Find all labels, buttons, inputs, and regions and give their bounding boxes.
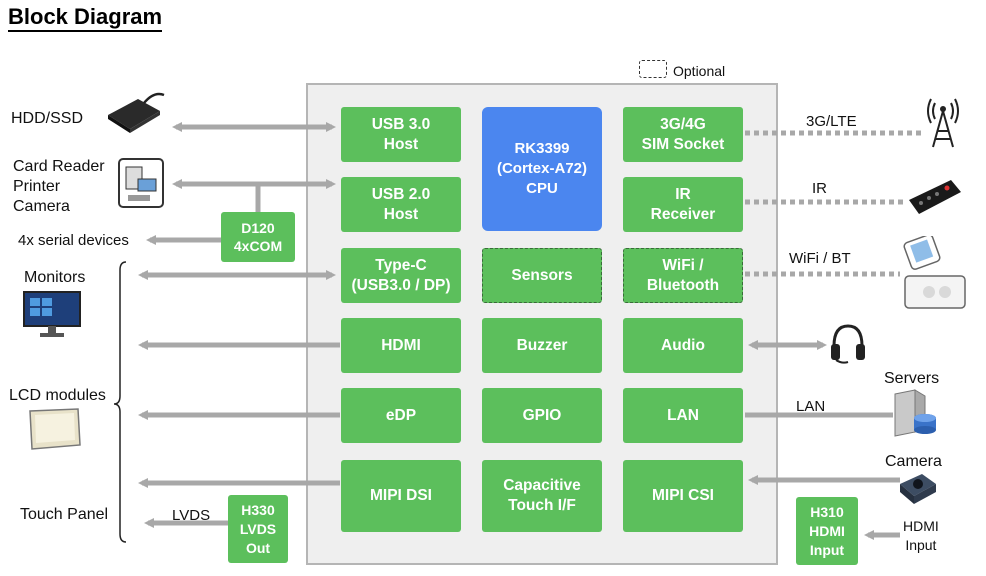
ir-label: IR xyxy=(812,180,827,197)
mipi-csi-block: MIPI CSI xyxy=(623,460,743,532)
servers-label: Servers xyxy=(884,370,940,387)
wifi-bluetooth-block: WiFi / Bluetooth xyxy=(623,248,743,303)
d120-block: D120 4xCOM xyxy=(221,212,295,262)
card-reader-label: Card Reader Printer Camera xyxy=(13,158,105,215)
monitors-label: Monitors xyxy=(24,269,86,286)
h310-block: H310 HDMI Input xyxy=(796,497,858,565)
serial-devices-label: 4x serial devices xyxy=(18,232,129,249)
lvds-label: LVDS xyxy=(172,507,211,524)
hdmi-input-label: HDMI Input xyxy=(903,518,939,553)
usb2-host-block: USB 2.0 Host xyxy=(341,177,461,232)
hdmi-block: HDMI xyxy=(341,318,461,373)
gpio-block: GPIO xyxy=(482,388,602,443)
lcd-module-icon xyxy=(29,408,81,450)
touch-interface-block: Capacitive Touch I/F xyxy=(482,460,602,532)
wifi-bt-label: WiFi / BT xyxy=(789,250,851,267)
typec-block: Type-C (USB3.0 / DP) xyxy=(341,248,461,303)
remote-icon xyxy=(909,180,961,214)
usb3-host-block: USB 3.0 Host xyxy=(341,107,461,162)
lcd-modules-label: LCD modules xyxy=(9,387,106,404)
hdd-label: HDD/SSD xyxy=(11,110,84,127)
lan-label: LAN xyxy=(796,398,826,415)
sensors-block: Sensors xyxy=(482,248,602,303)
cpu-block: RK3399 (Cortex-A72) CPU xyxy=(482,107,602,231)
touch-panel-label: Touch Panel xyxy=(20,506,109,523)
optional-legend-swatch xyxy=(639,60,667,78)
headphones-icon xyxy=(831,324,865,364)
buzzer-block: Buzzer xyxy=(482,318,602,373)
display-bracket xyxy=(113,261,127,543)
camera-label: Camera xyxy=(885,453,942,470)
audio-block: Audio xyxy=(623,318,743,373)
monitor-icon xyxy=(23,291,81,337)
lte-label: 3G/LTE xyxy=(806,113,857,130)
card-reader-icon xyxy=(118,158,164,208)
edp-block: eDP xyxy=(341,388,461,443)
h330-block: H330 LVDS Out xyxy=(228,495,288,563)
sim-socket-block: 3G/4G SIM Socket xyxy=(623,107,743,162)
camera-icon xyxy=(900,474,936,504)
hdd-icon xyxy=(108,92,165,133)
phone-tablet-icon xyxy=(903,236,966,309)
server-icon xyxy=(894,389,936,437)
optional-legend-label: Optional xyxy=(673,63,726,79)
mipi-dsi-block: MIPI DSI xyxy=(341,460,461,532)
ir-receiver-block: IR Receiver xyxy=(623,177,743,232)
antenna-icon xyxy=(927,98,959,148)
page-title: Block Diagram xyxy=(8,4,163,32)
lan-block: LAN xyxy=(623,388,743,443)
